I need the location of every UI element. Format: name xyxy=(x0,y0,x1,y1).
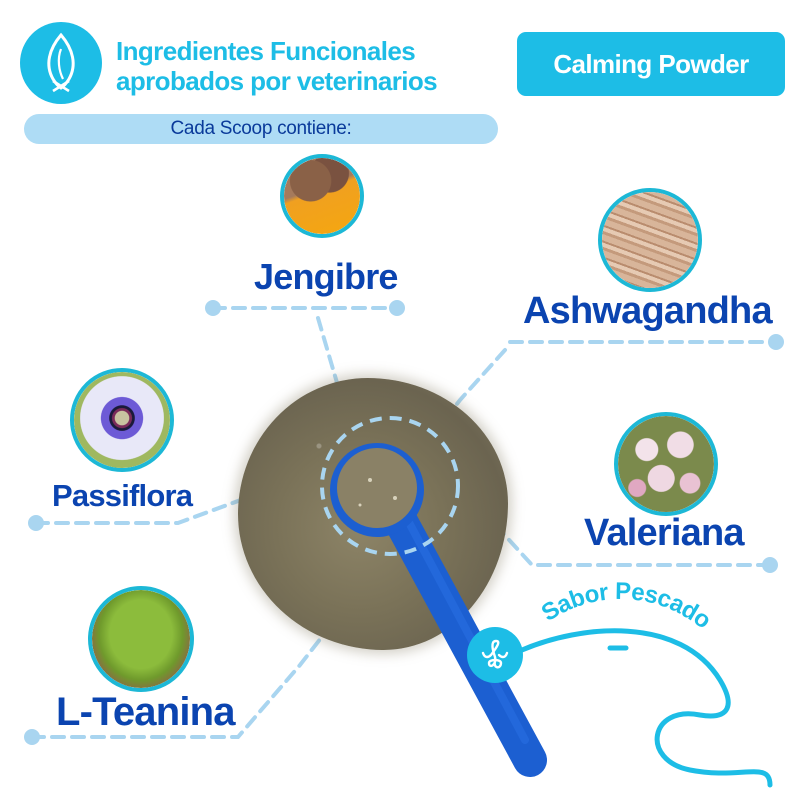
header-title-line1: Ingredientes Funcionales xyxy=(116,36,416,66)
product-name-badge: Calming Powder xyxy=(517,32,785,96)
ingredient-label-ashwagandha: Ashwagandha xyxy=(523,290,773,332)
leaf-badge xyxy=(20,22,102,104)
header-title: Ingredientes Funcionales aprobados por v… xyxy=(116,36,438,96)
subheader-pill: Cada Scoop contiene: xyxy=(24,114,498,144)
header-title-line2: aprobados por veterinarios xyxy=(116,66,438,96)
ingredient-image-ashwagandha xyxy=(598,188,702,292)
ingredient-image-jengibre xyxy=(280,154,364,238)
ingredient-label-passiflora: Passiflora xyxy=(52,478,193,513)
ingredient-image-passiflora xyxy=(70,368,174,472)
flavor-label: Sabor Pescado xyxy=(537,578,716,634)
ingredient-image-valeriana xyxy=(614,412,718,516)
fish-flavor-curl-icon xyxy=(481,639,509,669)
ingredient-image-l-teanina xyxy=(88,586,194,692)
ingredient-label-l-teanina: L-Teanina xyxy=(56,690,236,734)
flavor-badge xyxy=(467,627,523,683)
svg-text:Sabor Pescado: Sabor Pescado xyxy=(537,578,716,634)
ingredient-label-valeriana: Valeriana xyxy=(584,512,745,554)
leaf-icon xyxy=(47,32,75,93)
ingredient-label-jengibre: Jengibre xyxy=(254,256,398,297)
